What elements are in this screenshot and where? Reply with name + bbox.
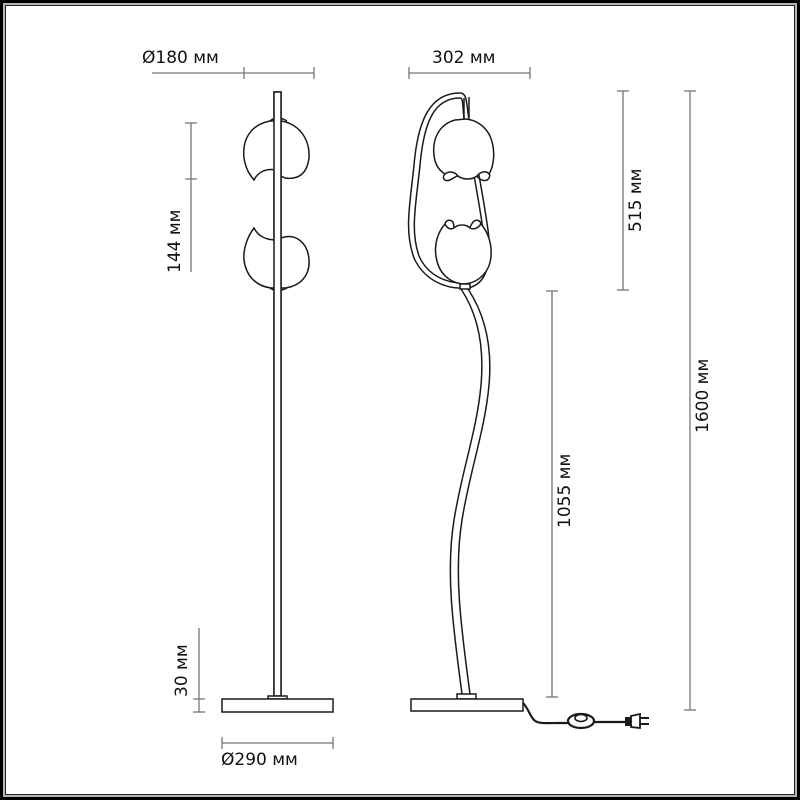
upper-shade-right [280,120,310,180]
dim-stem-height [546,290,558,698]
dim-total-height [684,90,696,711]
dim-frame-width [408,67,531,79]
label-total-height: 1600 мм [693,358,713,433]
upper-globe [432,118,495,180]
cable [522,702,572,725]
front-base [221,698,334,713]
dimension-lines [152,67,696,749]
inner-frame [5,5,795,795]
stem-right [457,288,491,695]
label-stem-height: 1055 мм [555,453,575,528]
label-frame-height: 515 мм [626,168,646,232]
middle-frame [3,3,797,797]
side-view [407,92,649,730]
side-base [410,698,524,712]
plug-icon [625,712,649,730]
dim-bulb-spacing [185,122,197,272]
lower-shade-right [280,236,310,289]
dim-base-height [193,628,205,713]
label-base-height: 30 мм [172,644,192,697]
stem-left [449,288,483,695]
label-base-diameter: Ø290 мм [221,750,298,770]
lower-shade-left [243,226,277,289]
dim-frame-height [617,90,629,291]
upper-shade-left [242,120,277,182]
label-bulb-spacing: 144 мм [165,209,185,273]
dim-shade-diameter [152,67,315,79]
label-shade-diameter: Ø180 мм [142,48,219,68]
label-frame-width: 302 мм [432,48,496,68]
front-view [221,91,334,713]
lower-globe [434,222,492,285]
dim-base-diameter [221,737,334,749]
